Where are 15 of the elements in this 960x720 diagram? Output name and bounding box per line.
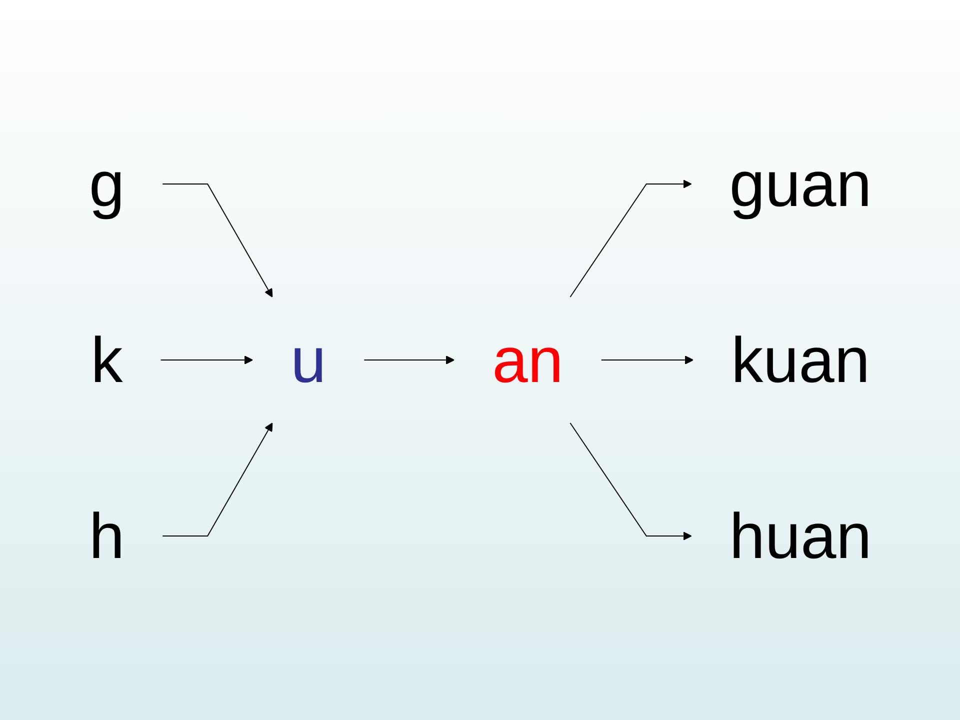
node-text: huan — [729, 500, 872, 572]
arrow — [569, 180, 692, 298]
arrow — [160, 356, 253, 364]
node-text: an — [492, 324, 563, 396]
arrow — [363, 356, 454, 364]
arrow — [162, 422, 272, 536]
arrow — [600, 356, 694, 364]
arrow — [569, 422, 692, 540]
node-text: g — [88, 148, 124, 220]
node-text: h — [88, 500, 124, 572]
node-text: k — [90, 324, 122, 396]
node-text: guan — [729, 148, 872, 220]
node-text: u — [290, 324, 326, 396]
arrow — [162, 184, 272, 298]
node-text: kuan — [730, 324, 870, 396]
